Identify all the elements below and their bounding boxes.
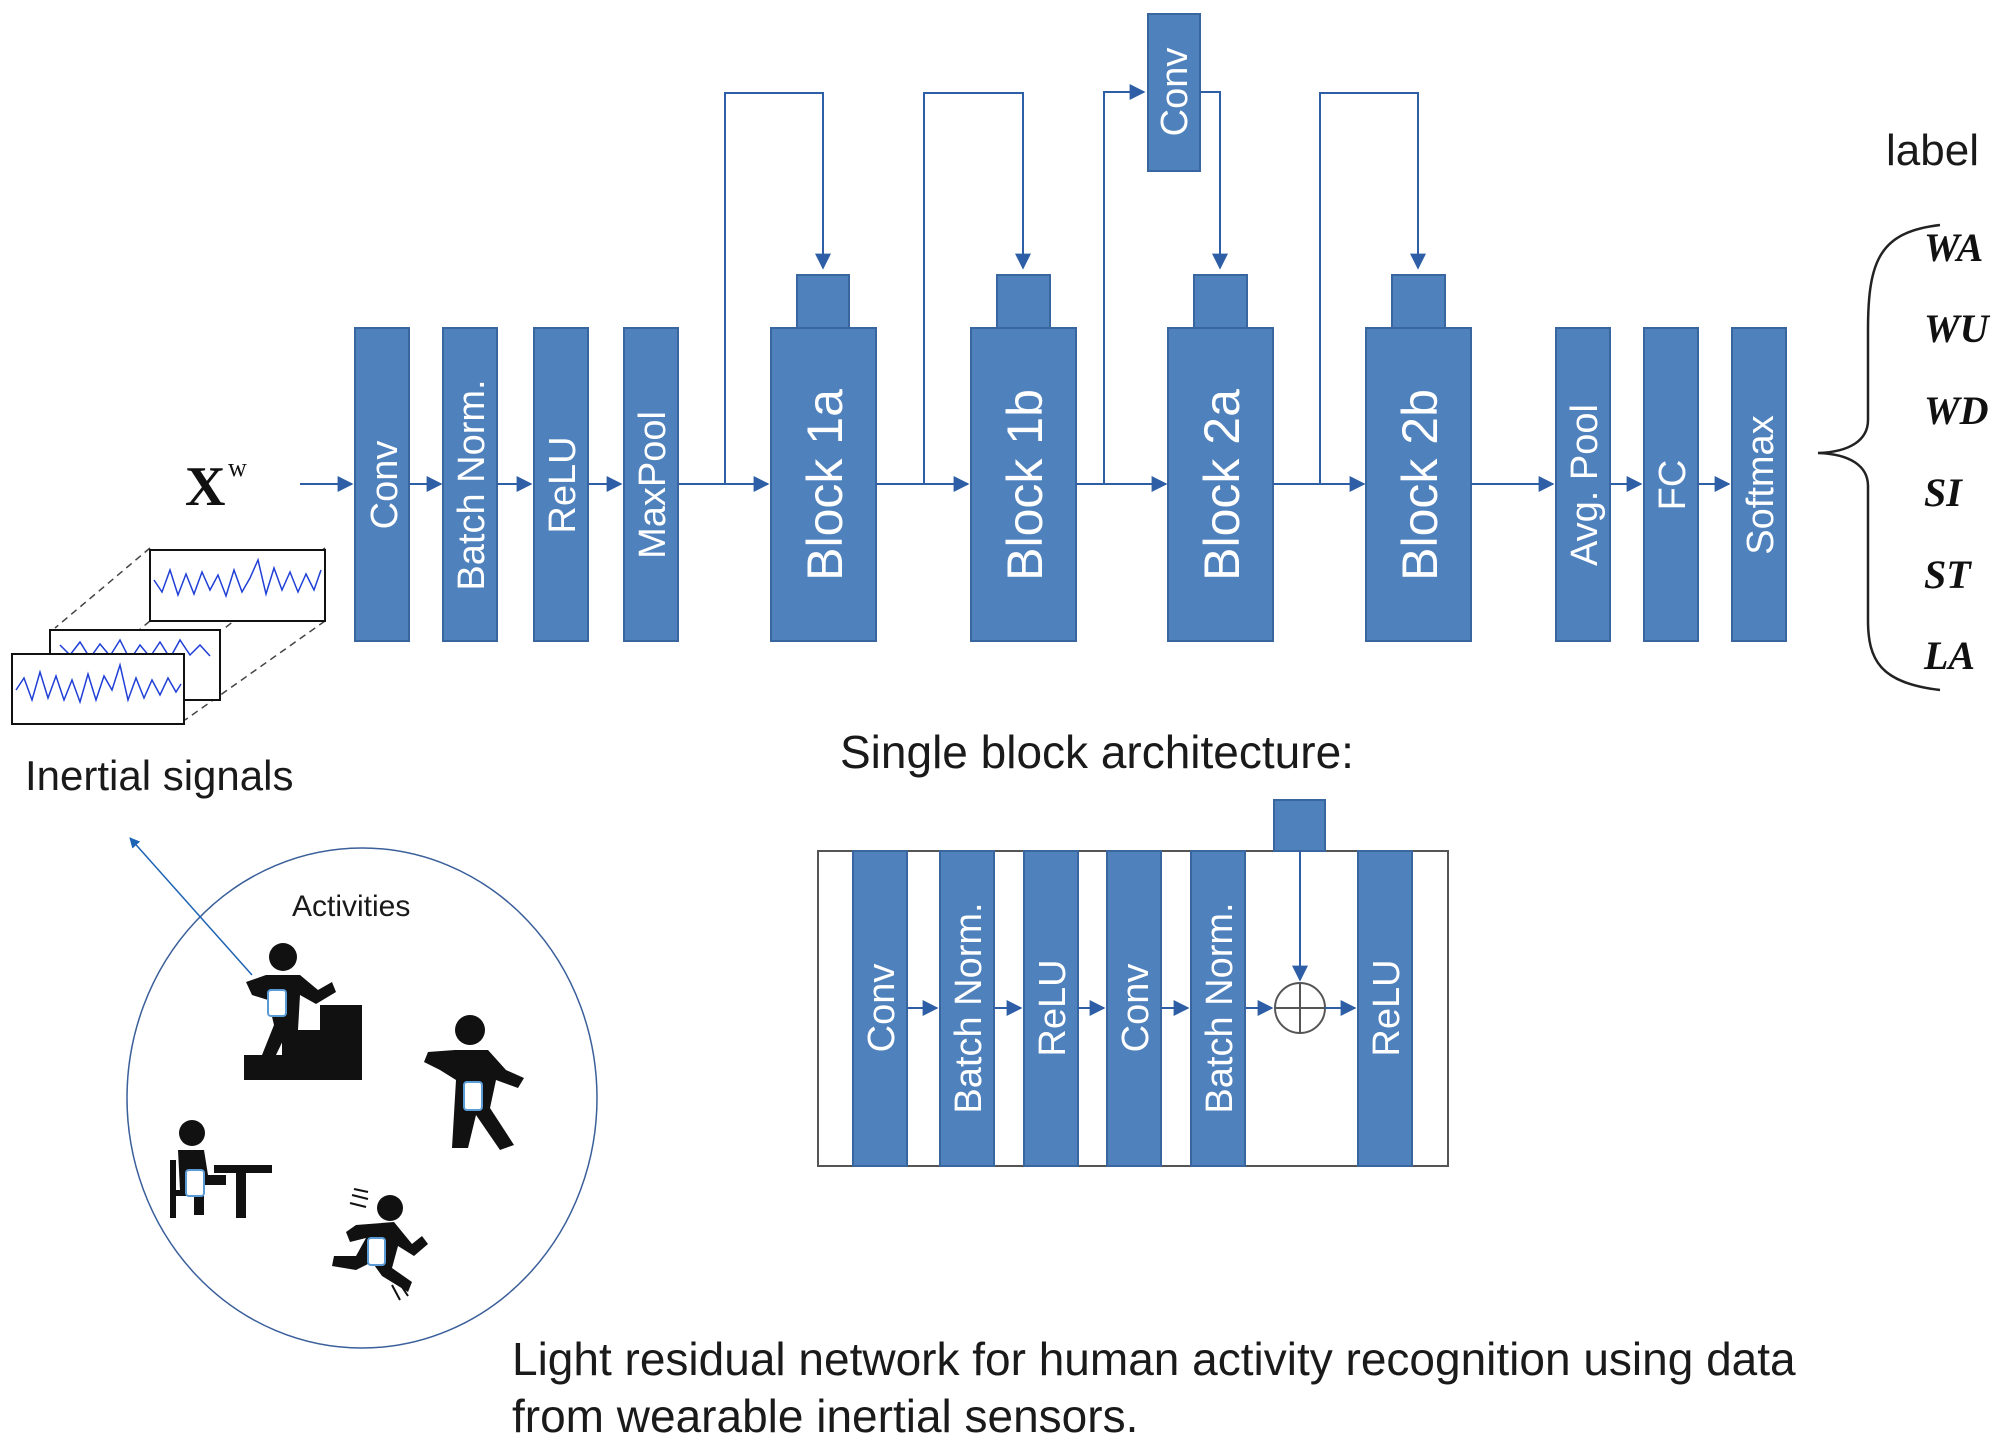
skip-connection-2b (1319, 92, 1426, 484)
layer-maxpool-label: MaxPool (632, 411, 674, 559)
sb-relu-2-label: ReLU (1366, 959, 1408, 1056)
shortcut-conv-to-2a (1200, 91, 1228, 270)
layer-relu: ReLU (533, 327, 589, 642)
layer-conv: Conv (354, 327, 410, 642)
sb-layer-conv-2: Conv (1106, 850, 1162, 1167)
output-label-la: LA (1923, 633, 1975, 678)
inertial-signal-windows (11, 547, 326, 725)
output-label-st: ST (1924, 552, 1972, 597)
sb-layer-relu-1: ReLU (1023, 850, 1079, 1167)
sb-batch-norm-2-label: Batch Norm. (1199, 902, 1241, 1113)
sb-batch-norm-1-label: Batch Norm. (948, 902, 990, 1113)
single-block-shortcut-input (1273, 799, 1326, 852)
output-label-wa: WA (1924, 225, 1983, 270)
stairs-climbing-person-icon (244, 943, 362, 1080)
sb-layer-batch-norm-1: Batch Norm. (939, 850, 995, 1167)
input-symbol: X w (185, 453, 247, 518)
sb-relu-1-label: ReLU (1032, 959, 1074, 1056)
input-x-symbol: X (185, 456, 225, 518)
layer-avg-pool-label: Avg. Pool (1564, 404, 1606, 566)
sb-layer-relu-2: ReLU (1357, 850, 1413, 1167)
block-1a-label: Block 1a (797, 389, 853, 581)
running-person-icon (332, 1188, 428, 1301)
block-2a: Block 2a (1167, 274, 1274, 642)
inertial-signals-label: Inertial signals (25, 752, 293, 799)
shortcut-conv-label: Conv (1154, 48, 1196, 137)
sb-layer-conv-1: Conv (852, 850, 908, 1167)
block-1a: Block 1a (770, 274, 877, 642)
activities-circle (126, 847, 598, 1349)
caption-line-2: from wearable inertial sensors. (512, 1390, 1138, 1442)
output-label-si: SI (1924, 470, 1963, 515)
caption-line-1: Light residual network for human activit… (512, 1333, 1796, 1385)
sb-conv-2-label: Conv (1115, 964, 1157, 1053)
layer-batch-norm-label: Batch Norm. (451, 379, 493, 590)
shortcut-to-conv (1103, 84, 1146, 484)
layer-softmax: Softmax (1731, 327, 1787, 642)
shortcut-conv: Conv (1147, 13, 1201, 172)
sb-conv-1-label: Conv (861, 964, 903, 1053)
block-1b: Block 1b (970, 274, 1077, 642)
layer-fc-label: FC (1652, 460, 1694, 511)
walking-person-icon (424, 1015, 524, 1150)
sitting-person-icon (170, 1120, 272, 1218)
output-label-title: label (1886, 126, 1979, 175)
layer-maxpool: MaxPool (623, 327, 679, 642)
input-superscript: w (228, 453, 247, 482)
output-brace (1817, 223, 1941, 692)
skip-connection-1b (923, 92, 1031, 484)
layer-batch-norm: Batch Norm. (442, 327, 498, 642)
sb-layer-batch-norm-2: Batch Norm. (1190, 850, 1246, 1167)
layer-relu-label: ReLU (542, 436, 584, 533)
block-2b-label: Block 2b (1392, 389, 1448, 581)
layer-softmax-label: Softmax (1740, 415, 1782, 554)
layer-fc: FC (1643, 327, 1699, 642)
layer-avg-pool: Avg. Pool (1555, 327, 1611, 642)
output-label-wd: WD (1924, 388, 1988, 433)
block-2a-label: Block 2a (1194, 389, 1250, 581)
block-1b-label: Block 1b (997, 389, 1053, 581)
layer-conv-label: Conv (364, 441, 406, 530)
activities-title: Activities (292, 890, 410, 923)
output-label-wu: WU (1924, 306, 1991, 351)
sum-node-icon (1274, 982, 1326, 1034)
block-2b: Block 2b (1365, 274, 1472, 642)
activities-to-signals-arrow (129, 837, 253, 976)
skip-connection-1a (724, 92, 831, 484)
output-label-list: WA WU WD SI ST LA (1923, 225, 1991, 678)
single-block-title: Single block architecture: (840, 726, 1354, 778)
